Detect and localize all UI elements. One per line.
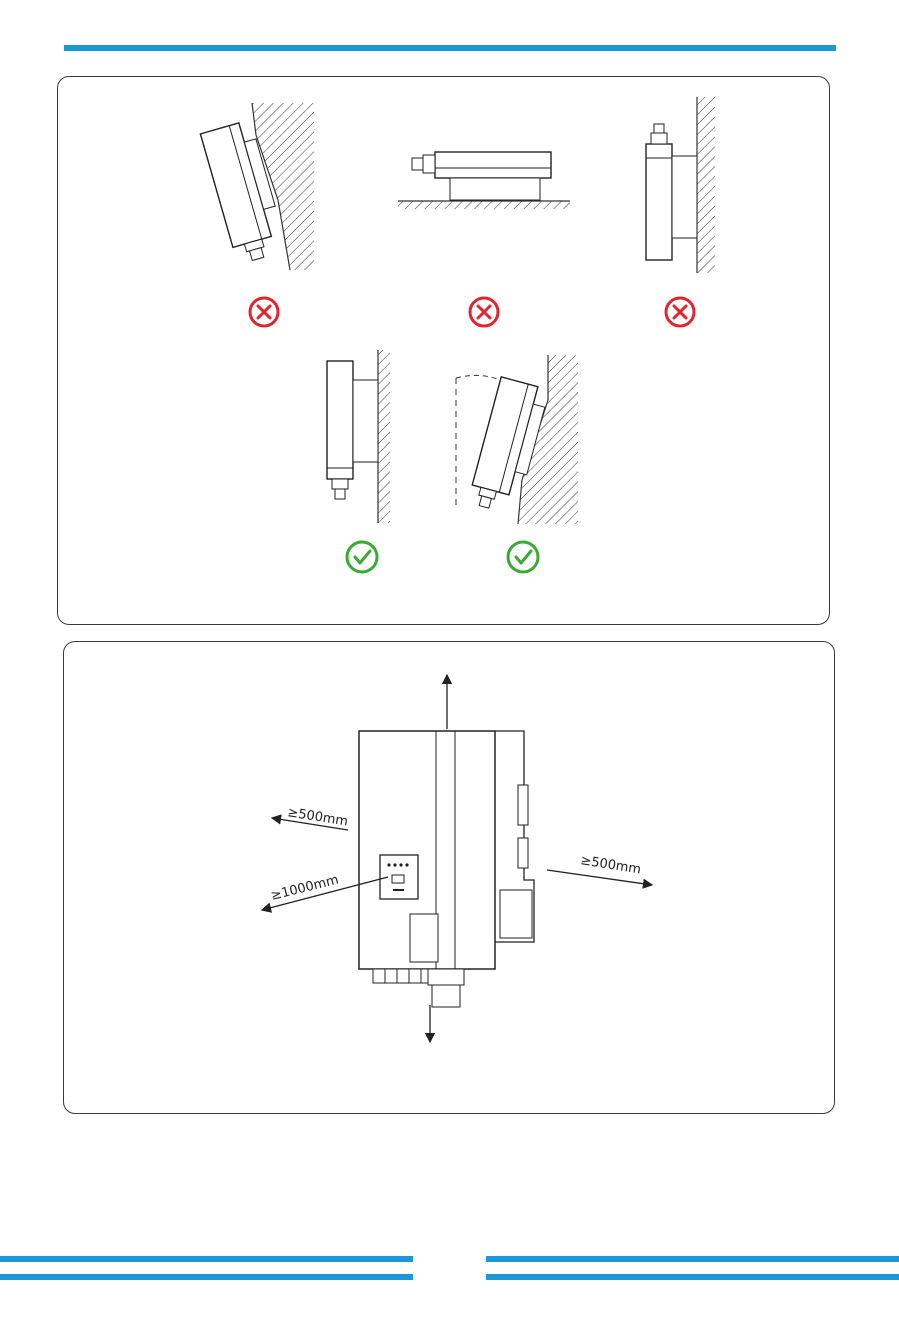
check-circle-icon bbox=[347, 542, 377, 572]
check-circle-icon bbox=[508, 542, 538, 572]
vertical-figure bbox=[327, 350, 390, 523]
tilted-backward-figure bbox=[456, 355, 578, 524]
clearance-panel bbox=[63, 641, 835, 1114]
horizontal-figure bbox=[398, 152, 570, 209]
x-circle-icon bbox=[470, 298, 498, 326]
tilted-forward-figure bbox=[200, 103, 314, 270]
x-circle-icon bbox=[666, 298, 694, 326]
footer-bar-right-top bbox=[486, 1256, 899, 1262]
mounting-orientation-figures bbox=[0, 0, 899, 640]
footer-bar-right-bottom bbox=[486, 1274, 899, 1280]
footer-bar-left-top bbox=[0, 1256, 413, 1262]
footer-bar-left-bottom bbox=[0, 1274, 413, 1280]
upside-down-figure bbox=[646, 97, 715, 273]
x-circle-icon bbox=[250, 298, 278, 326]
